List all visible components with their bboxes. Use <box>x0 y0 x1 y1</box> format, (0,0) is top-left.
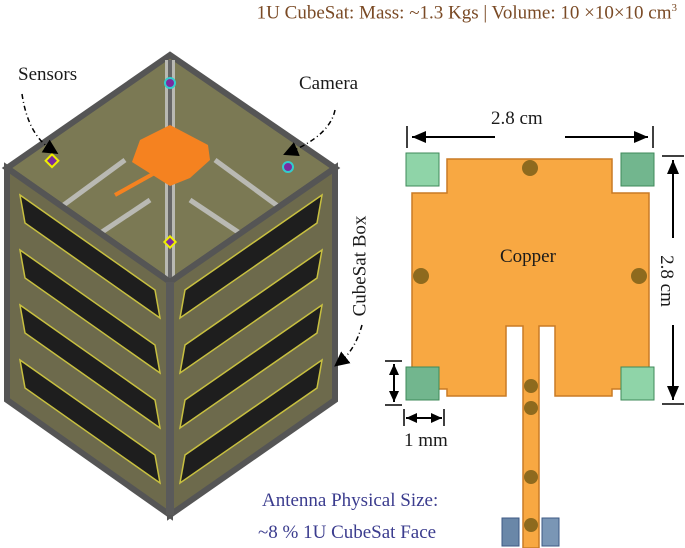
pad-bottom-left <box>405 366 440 401</box>
sensor-icon-2 <box>162 234 178 250</box>
pad-top-left <box>405 152 440 187</box>
width-dimension-label: 2.8 cm <box>491 108 543 129</box>
cubesat-box-label: CubeSat Box <box>349 215 371 317</box>
solar-panels-right <box>178 193 324 485</box>
camera-top-icon <box>164 77 176 89</box>
pad-bottom-right <box>620 366 655 401</box>
camera-label: Camera <box>299 73 359 94</box>
sensor-icon <box>44 152 60 169</box>
camera-icon <box>282 161 294 173</box>
antenna-size-note-line2: ~8 % 1U CubeSat Face <box>258 522 437 543</box>
feed-pad-left <box>501 517 520 547</box>
sensors-label: Sensors <box>18 64 78 85</box>
top-antenna-patch <box>132 125 210 186</box>
page-title: 1U CubeSat: Mass: ~1.3 Kgs | Volume: 10 … <box>256 2 677 24</box>
copper-label: Copper <box>500 246 556 267</box>
antenna-diagram <box>385 126 684 548</box>
pad-top-right <box>620 152 655 187</box>
height-dimension-label: 2.8 cm <box>655 255 677 307</box>
vias <box>413 160 647 532</box>
copper-patch <box>411 158 650 548</box>
antenna-size-note-line1: Antenna Physical Size: <box>262 490 439 511</box>
pad-size-label: 1 mm <box>404 430 448 451</box>
solar-panels-left <box>18 193 162 485</box>
feed-pad-right <box>541 517 560 547</box>
